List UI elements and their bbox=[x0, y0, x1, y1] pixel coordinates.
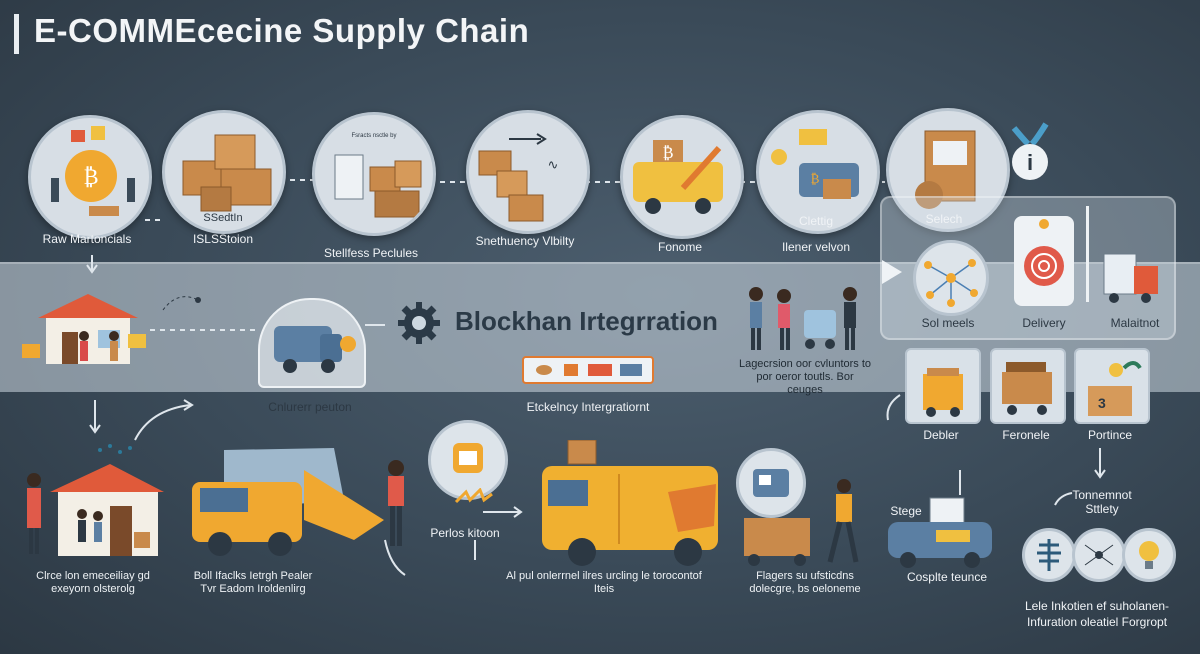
panel-divider bbox=[1086, 206, 1089, 302]
svg-text:₿: ₿ bbox=[83, 165, 98, 190]
integration-bar bbox=[522, 356, 654, 384]
home-caption: Clrce lon emeceiliay gd exeyorn olsterol… bbox=[36, 570, 150, 595]
svg-text:₿: ₿ bbox=[811, 172, 820, 187]
stege-label: Stege bbox=[890, 504, 922, 518]
panel-delivery-label: Delivery bbox=[1022, 316, 1066, 330]
svg-text:3: 3 bbox=[1098, 395, 1106, 411]
dispatch-sublabel: Clettig bbox=[798, 214, 833, 228]
warehouse-sublabel: SSedtIn bbox=[203, 212, 243, 224]
bulb-circle bbox=[1122, 528, 1176, 582]
delivery-van-icon bbox=[538, 440, 728, 570]
finance-label: Fonome bbox=[657, 240, 703, 254]
blue-vehicle-icon bbox=[880, 494, 1000, 570]
info-icon: i bbox=[1006, 118, 1054, 184]
efficiency-caption: Etckelncy Intergratiornt bbox=[526, 400, 650, 414]
panel-item-label: Sol meels bbox=[921, 316, 975, 330]
security-label: Tonnemnot Sttlety bbox=[1072, 488, 1132, 516]
raw-materials-label: Raw Martoncials bbox=[42, 232, 132, 246]
tile-personnel bbox=[990, 348, 1066, 424]
tile-dealer-label: Debler bbox=[923, 428, 959, 442]
pack-caption: Flagers su ufsticdns dolecgre, bs oelone… bbox=[749, 570, 861, 595]
robot-circle bbox=[736, 448, 806, 518]
team-figures-icon bbox=[742, 282, 866, 356]
svg-text:i: i bbox=[1027, 150, 1033, 175]
dispatch-circle: ₿ bbox=[756, 110, 880, 234]
panel-truck-icon bbox=[1100, 236, 1162, 306]
tile-province: 3 bbox=[1074, 348, 1150, 424]
final-caption: Lele Inkotien ef suholanen- Infuration o… bbox=[1024, 599, 1170, 629]
svg-text:∿: ∿ bbox=[548, 157, 559, 172]
visibility-circle: ∿ bbox=[466, 110, 590, 234]
retail-shop-icon bbox=[18, 284, 158, 374]
pertos-label: Perlos kitoon bbox=[430, 526, 500, 540]
gear-icon bbox=[396, 300, 442, 346]
consumer-caption: Cnlurerr peuton bbox=[268, 400, 352, 414]
network-nodes-icon bbox=[158, 290, 208, 320]
network-small-circle bbox=[1072, 528, 1126, 582]
tile-personnel-label: Feronele bbox=[1002, 428, 1050, 442]
packing-label: Stellfess Peclules bbox=[323, 246, 419, 260]
tile-dealer bbox=[905, 348, 981, 424]
delivery-card bbox=[1014, 216, 1074, 306]
panel-maintenance-label: Malaitnot bbox=[1110, 316, 1160, 330]
svg-text:₿: ₿ bbox=[662, 143, 673, 162]
consumer-van-card bbox=[258, 298, 366, 388]
regulation-caption: Lagecrsion oor cvluntors to por oeror to… bbox=[738, 358, 872, 396]
network-circle bbox=[913, 240, 989, 316]
cart-worker-icon bbox=[740, 478, 880, 568]
vehicle-caption: Cosplte teunce bbox=[906, 570, 988, 584]
blockchain-title: Blockhan Irtegrration bbox=[455, 306, 718, 336]
page-title: E-COMMEcecine Supply Chain bbox=[34, 12, 530, 49]
tile-province-label: Portince bbox=[1087, 428, 1133, 442]
title-accent-bar bbox=[14, 14, 19, 54]
visibility-label: Snethuency Vlbilty bbox=[475, 234, 575, 248]
selection-label: Selech bbox=[925, 212, 963, 226]
finance-truck-circle: ₿ bbox=[620, 115, 744, 239]
van-caption: Al pul onlerrnel ilres urcling le toroco… bbox=[506, 570, 702, 595]
truck-caption: Boll Ifaclks Ietrgh Pealer Tvr Eadom Iro… bbox=[193, 570, 313, 595]
svg-text:Fsracts nsctle by: Fsracts nsctle by bbox=[351, 133, 396, 139]
home-delivery-icon bbox=[14, 440, 174, 560]
dispatch-label: Ilener velvon bbox=[781, 240, 851, 254]
selection-circle bbox=[886, 108, 1010, 232]
warehouse-label: ISLSStoion bbox=[192, 232, 254, 246]
packing-circle: Fsracts nsctle by bbox=[312, 112, 436, 236]
loading-truck-icon bbox=[184, 440, 424, 570]
raw-materials-circle: ₿ bbox=[28, 115, 152, 239]
spine-circle bbox=[1022, 528, 1076, 582]
lightning-icon bbox=[454, 488, 494, 508]
band-divider bbox=[0, 262, 1200, 264]
warehouse-boxes-circle bbox=[162, 110, 286, 234]
tracking-circle bbox=[428, 420, 508, 500]
